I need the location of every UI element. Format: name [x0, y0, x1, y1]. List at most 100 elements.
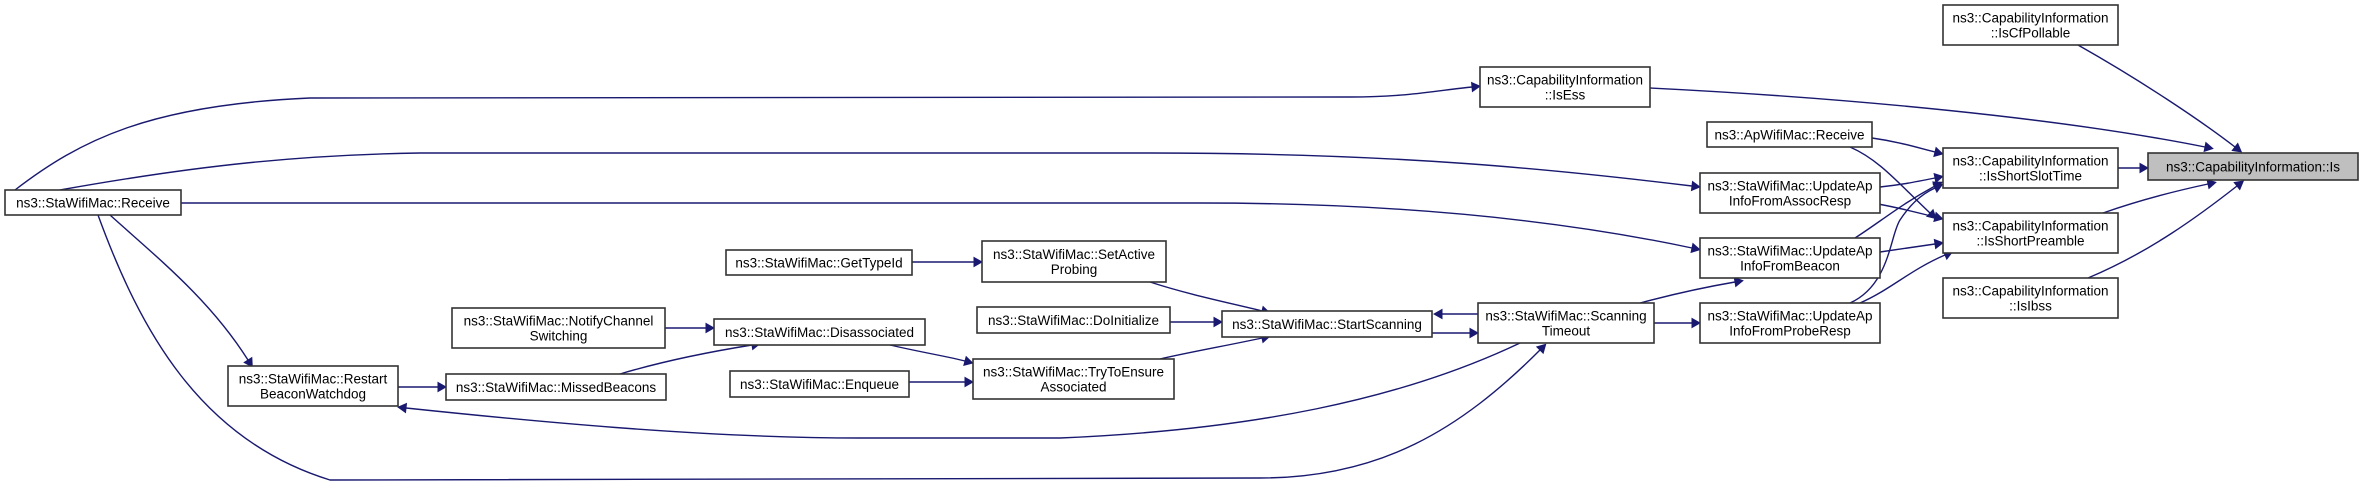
node-box[interactable] — [972, 358, 1175, 400]
arrowhead-icon — [1933, 238, 1944, 250]
edge-gettypeid-to-setactiveprobing — [912, 256, 984, 268]
node-box[interactable] — [2147, 152, 2359, 181]
edge-stareceive-to-scantimeout — [97, 214, 1547, 481]
node-label: ns3::StaWifiMac::Disassociated — [725, 325, 914, 340]
edge-line — [2077, 44, 2236, 148]
edge-scantimeout-to-restartwatchdog — [397, 342, 1521, 439]
node-startscanning[interactable]: ns3::StaWifiMac::StartScanning — [1221, 310, 1433, 338]
edge-notifychannel-to-disassociated — [665, 322, 716, 334]
edge-line — [619, 344, 753, 375]
node-assocresp[interactable]: ns3::StaWifiMac::UpdateApInfoFromAssocRe… — [1699, 172, 1881, 214]
node-box[interactable] — [1699, 237, 1881, 279]
edge-scantimeout-to-beacon — [1639, 276, 1744, 304]
node-label: BeaconWatchdog — [260, 387, 366, 402]
edge-assocresp-to-isshortslottime — [1879, 172, 1944, 188]
edge-enqueue-to-trytoensure — [909, 376, 975, 388]
arrowhead-icon — [243, 356, 253, 368]
node-label: ns3::CapabilityInformation::Is — [2166, 160, 2340, 175]
node-label: ns3::StaWifiMac::TryToEnsure — [983, 365, 1164, 380]
node-isshortpreamble[interactable]: ns3::CapabilityInformation::IsShortPream… — [1942, 212, 2119, 254]
node-box[interactable] — [1699, 172, 1881, 214]
arrowhead-icon — [1690, 180, 1701, 192]
arrowhead-icon — [973, 256, 984, 268]
node-iscfpollable[interactable]: ns3::CapabilityInformation::IsCfPollable — [1942, 4, 2119, 46]
arrowhead-icon — [1213, 316, 1224, 328]
arrowhead-icon — [1469, 327, 1480, 339]
node-label: ns3::StaWifiMac::MissedBeacons — [456, 380, 657, 395]
node-box[interactable] — [729, 370, 910, 398]
node-label: ns3::StaWifiMac::DoInitialize — [988, 313, 1159, 328]
node-box[interactable] — [227, 365, 399, 407]
node-disassociated[interactable]: ns3::StaWifiMac::Disassociated — [713, 318, 926, 346]
arrowhead-icon — [1471, 81, 1481, 93]
node-box[interactable] — [713, 318, 926, 346]
node-label: InfoFromBeacon — [1740, 259, 1840, 274]
arrowhead-icon — [963, 355, 974, 367]
edge-line — [14, 86, 1473, 191]
arrowhead-icon — [437, 381, 448, 393]
edge-scantimeout-to-proberesp — [1654, 317, 1702, 329]
edge-doinitialize-to-startscanning — [1170, 316, 1224, 328]
arrowhead-icon — [1432, 308, 1443, 320]
node-box[interactable] — [1942, 212, 2119, 254]
node-label: ::IsEss — [1545, 88, 1586, 103]
node-proberesp[interactable]: ns3::StaWifiMac::UpdateApInfoFromProbeRe… — [1699, 302, 1881, 344]
node-box[interactable] — [1477, 302, 1655, 344]
edge-line — [1849, 146, 1931, 214]
node-isshortslottime[interactable]: ns3::CapabilityInformation::IsShortSlotT… — [1942, 147, 2119, 189]
node-box[interactable] — [976, 306, 1171, 334]
node-label: ns3::CapabilityInformation — [1952, 219, 2108, 234]
node-box[interactable] — [1479, 66, 1651, 108]
arrowhead-icon — [1932, 183, 1944, 194]
arrowhead-icon — [2231, 142, 2243, 153]
node-label: Probing — [1051, 262, 1098, 277]
node-enqueue[interactable]: ns3::StaWifiMac::Enqueue — [729, 370, 910, 398]
edge-stareceive-to-isess — [14, 81, 1481, 191]
node-box[interactable] — [981, 240, 1167, 283]
node-isibss[interactable]: ns3::CapabilityInformation::IsIbss — [1942, 277, 2119, 319]
arrowhead-icon — [705, 322, 716, 334]
edge-line — [1871, 137, 1936, 153]
node-gettypeid[interactable]: ns3::StaWifiMac::GetTypeId — [725, 249, 913, 276]
arrowhead-icon — [2233, 180, 2245, 191]
node-label: ns3::CapabilityInformation — [1952, 154, 2108, 169]
edge-stareceive-to-beacon — [181, 202, 1701, 254]
arrowhead-icon — [1933, 146, 1944, 158]
node-box[interactable] — [1942, 277, 2119, 319]
node-box[interactable] — [1699, 302, 1881, 344]
node-box[interactable] — [1706, 121, 1873, 148]
node-box[interactable] — [451, 307, 666, 349]
node-missedbeacons[interactable]: ns3::StaWifiMac::MissedBeacons — [445, 373, 667, 401]
node-box[interactable] — [1942, 4, 2119, 46]
node-doinitialize[interactable]: ns3::StaWifiMac::DoInitialize — [976, 306, 1171, 334]
node-box[interactable] — [725, 249, 913, 276]
node-label: ns3::StaWifiMac::SetActive — [993, 247, 1155, 262]
edge-line — [1849, 187, 1936, 304]
node-stareceive[interactable]: ns3::StaWifiMac::Receive — [4, 189, 182, 216]
node-label: ns3::StaWifiMac::UpdateAp — [1707, 309, 1872, 324]
edge-line — [1639, 281, 1736, 304]
node-box[interactable] — [4, 189, 182, 216]
node-label: ns3::StaWifiMac::GetTypeId — [735, 256, 902, 271]
node-label: ns3::StaWifiMac::Scanning — [1485, 309, 1646, 324]
arrowhead-icon — [397, 402, 408, 414]
node-box[interactable] — [1942, 147, 2119, 189]
arrowhead-icon — [1733, 276, 1744, 288]
edge-iscfpollable-to-is — [2077, 44, 2243, 153]
arrowhead-icon — [2203, 141, 2214, 153]
node-apreceive[interactable]: ns3::ApWifiMac::Receive — [1706, 121, 1873, 148]
node-label: Timeout — [1542, 324, 1591, 339]
node-is[interactable]: ns3::CapabilityInformation::Is — [2147, 152, 2359, 181]
node-box[interactable] — [1221, 310, 1433, 338]
node-box[interactable] — [445, 373, 667, 401]
edge-line — [1649, 87, 2206, 148]
node-isess[interactable]: ns3::CapabilityInformation::IsEss — [1479, 66, 1651, 108]
node-label: ns3::CapabilityInformation — [1952, 11, 2108, 26]
arrowhead-icon — [1535, 343, 1547, 355]
